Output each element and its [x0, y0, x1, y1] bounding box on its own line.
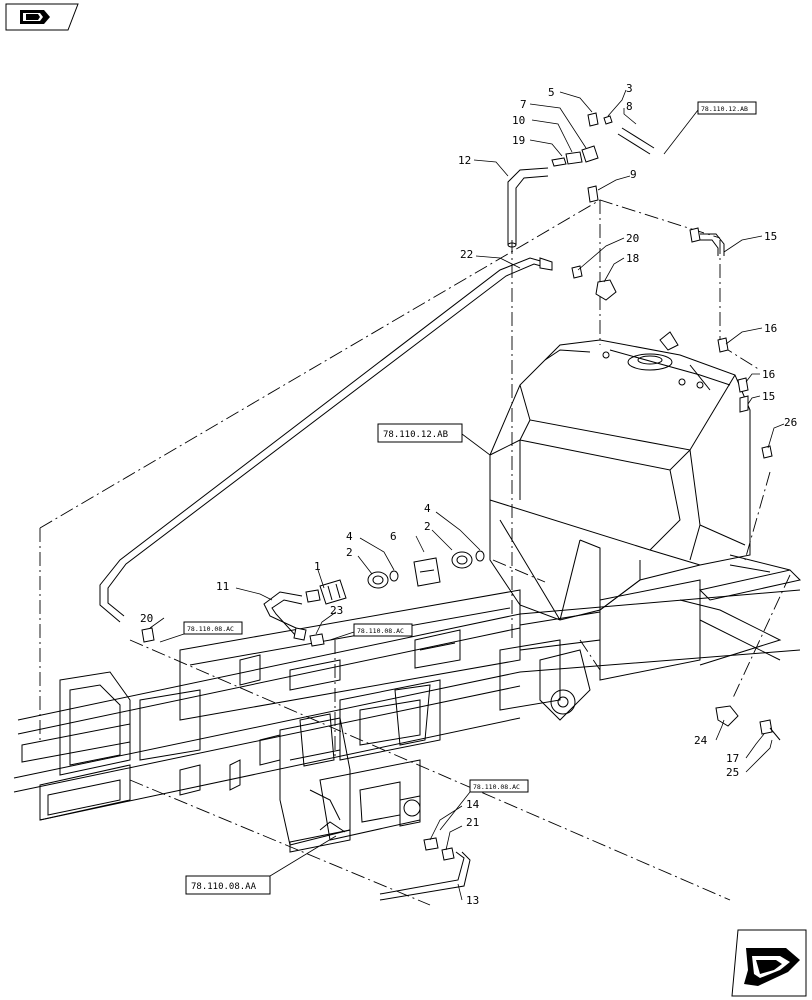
fittings-bottom-right — [715, 705, 781, 741]
reference-pump-right[interactable]: 78.110.08.AC — [469, 779, 529, 793]
tank — [489, 331, 751, 621]
callout-21: 21 — [466, 816, 479, 829]
callout-1: 1 — [314, 560, 321, 573]
chassis-frame — [13, 554, 801, 821]
callout-12: 12 — [458, 154, 471, 167]
hose-12 — [507, 167, 549, 248]
hose-13 — [379, 837, 471, 901]
callout-17: 17 — [726, 752, 739, 765]
callout-9: 9 — [630, 168, 637, 181]
callout-22: 22 — [460, 248, 473, 261]
hose-11 — [263, 591, 307, 641]
callout-11: 11 — [216, 580, 229, 593]
reference-tank-main[interactable]: 78.110.12.AB — [377, 423, 463, 443]
svg-text:78.110.08.AC: 78.110.08.AC — [357, 627, 404, 635]
svg-text:78.110.12.AB: 78.110.12.AB — [383, 430, 448, 440]
callout-15a: 15 — [764, 230, 777, 243]
callout-8: 8 — [626, 100, 633, 113]
hose-22 — [99, 257, 553, 623]
callout-4b: 4 — [424, 502, 431, 515]
callout-25: 25 — [726, 766, 739, 779]
callout-15b: 15 — [762, 390, 775, 403]
callout-19: 19 — [512, 134, 525, 147]
leader-lines — [149, 89, 785, 901]
svg-text:78.110.08.AC: 78.110.08.AC — [473, 783, 520, 791]
callout-20a: 20 — [626, 232, 639, 245]
callout-7: 7 — [520, 98, 527, 111]
callout-23: 23 — [330, 604, 343, 617]
fittings-top — [551, 112, 773, 459]
reference-tank-top[interactable]: 78.110.12.AB — [697, 101, 757, 115]
callout-18: 18 — [626, 252, 639, 265]
svg-text:78.110.08.AC: 78.110.08.AC — [187, 625, 234, 633]
callout-16a: 16 — [764, 322, 777, 335]
callout-2b: 2 — [424, 520, 431, 533]
pump-assembly — [279, 713, 421, 853]
callout-2a: 2 — [346, 546, 353, 559]
callout-13: 13 — [466, 894, 479, 907]
callout-20b: 20 — [140, 612, 153, 625]
callout-10: 10 — [512, 114, 525, 127]
callout-26: 26 — [784, 416, 797, 429]
callout-24: 24 — [694, 734, 708, 747]
callout-5: 5 — [548, 86, 555, 99]
callout-numbers: 5 3 8 7 10 19 12 9 15 20 18 22 16 16 15 … — [140, 82, 797, 907]
reference-hose-mid[interactable]: 78.110.08.AC — [353, 623, 413, 637]
reference-hose-left[interactable]: 78.110.08.AC — [183, 621, 243, 635]
callout-4a: 4 — [346, 530, 353, 543]
assembly-lines — [39, 199, 791, 906]
svg-text:78.110.08.AA: 78.110.08.AA — [191, 882, 257, 892]
next-page-icon[interactable] — [731, 929, 807, 997]
reference-pump-main[interactable]: 78.110.08.AA — [185, 875, 271, 895]
callout-16b: 16 — [762, 368, 775, 381]
callout-3: 3 — [626, 82, 633, 95]
callout-14: 14 — [466, 798, 480, 811]
callout-6: 6 — [390, 530, 397, 543]
fittings-middle — [141, 550, 485, 647]
svg-text:78.110.12.AB: 78.110.12.AB — [701, 105, 748, 113]
previous-page-icon[interactable] — [5, 3, 79, 31]
